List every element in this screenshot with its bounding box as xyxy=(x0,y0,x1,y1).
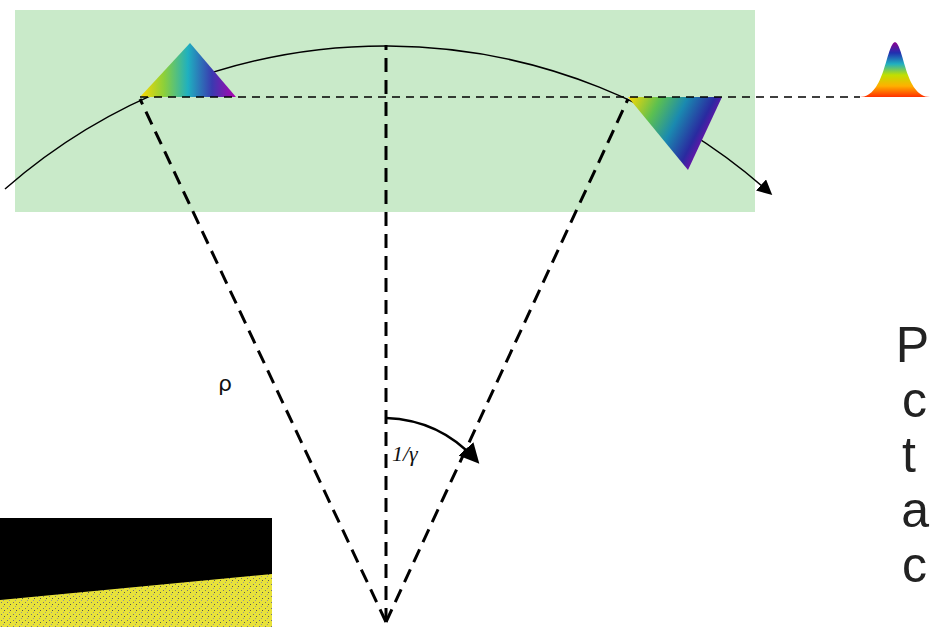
inset-image xyxy=(0,518,272,627)
light-pulse xyxy=(860,42,930,97)
side-text: c xyxy=(902,540,927,590)
inset-streak xyxy=(0,574,272,627)
radius-label: ρ xyxy=(218,373,232,395)
radiation-cone-left xyxy=(140,43,236,97)
side-text: P xyxy=(896,320,929,370)
radiation-cone-right xyxy=(628,97,722,170)
line-of-sight xyxy=(140,96,860,98)
side-text: c xyxy=(902,375,927,425)
side-text: t xyxy=(902,430,916,480)
side-text: a xyxy=(901,485,929,535)
angle-label: 1/γ xyxy=(392,443,418,465)
